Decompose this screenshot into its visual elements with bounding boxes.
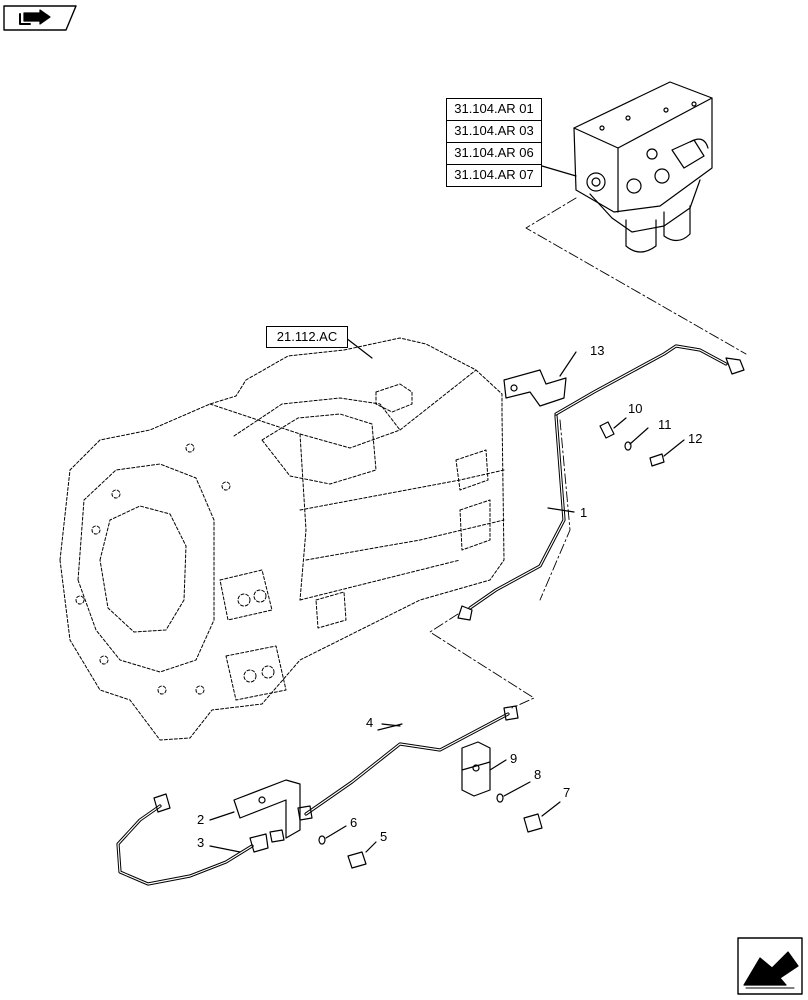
valve-reference[interactable]: 31.104.AR 06 (446, 142, 542, 164)
washer-11 (624, 427, 649, 451)
callout-7: 7 (563, 785, 571, 800)
next-page-arrow-icon[interactable] (737, 937, 803, 995)
bolt-5 (347, 841, 377, 869)
callout-10: 10 (628, 401, 643, 416)
valve-block (573, 81, 713, 253)
callout-12: 12 (688, 431, 703, 446)
callout-6: 6 (350, 815, 358, 830)
housing-leader (345, 337, 373, 359)
hose-3 (116, 793, 285, 886)
clip-10 (599, 417, 627, 439)
valve-reference[interactable]: 31.104.AR 03 (446, 120, 542, 142)
callout-11: 11 (658, 417, 672, 432)
valve-reference[interactable]: 31.104.AR 07 (446, 164, 542, 187)
pipe-1 (457, 344, 745, 621)
callout-8: 8 (534, 767, 542, 782)
washer-8 (496, 781, 531, 803)
book-arrow-icon[interactable] (3, 5, 77, 31)
bolt-12 (649, 439, 685, 467)
bracket-13 (503, 351, 577, 407)
alignment-lines (429, 197, 747, 709)
transmission-housing (59, 337, 505, 741)
callout-5: 5 (380, 829, 388, 844)
callout-2: 2 (197, 812, 205, 827)
valve-leader (541, 165, 577, 177)
callout-leaders (381, 507, 575, 727)
callout-9: 9 (510, 751, 518, 766)
bolt-7 (523, 801, 561, 833)
bracket-2 (209, 779, 301, 839)
pipe-4 (297, 705, 519, 821)
callout-1: 1 (580, 505, 588, 520)
callout-3: 3 (197, 835, 205, 850)
callout-13: 13 (590, 343, 605, 358)
clamp-9 (461, 741, 507, 797)
washer-6 (318, 825, 347, 845)
valve-reference[interactable]: 31.104.AR 01 (446, 98, 542, 120)
callout-4: 4 (366, 715, 374, 730)
valve-reference-stack: 31.104.AR 01 31.104.AR 03 31.104.AR 06 3… (446, 98, 542, 187)
housing-reference[interactable]: 21.112.AC (266, 326, 348, 348)
